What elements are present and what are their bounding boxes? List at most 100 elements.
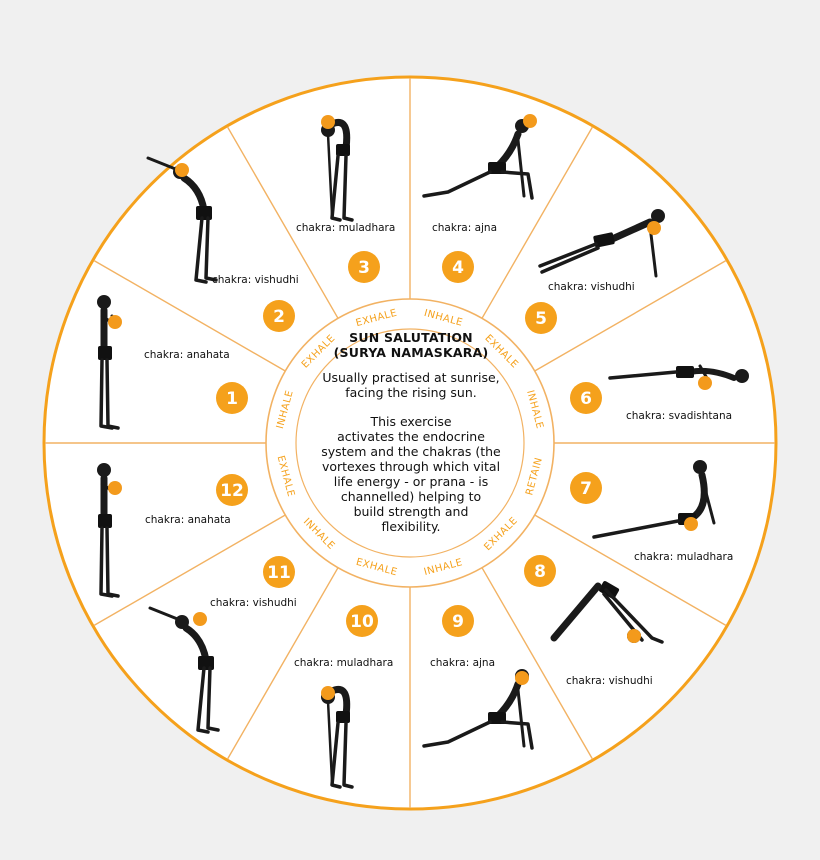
figure-limb [326, 132, 334, 216]
figure-limb [422, 720, 492, 748]
raised-arms-pose-icon [148, 606, 220, 734]
figure-head [97, 295, 111, 309]
chakra-label: chakra: vishudhi [212, 274, 299, 286]
step-number: 11 [267, 563, 291, 583]
step-6: chakra: svadishtana 6 [570, 364, 749, 422]
step-number: 10 [350, 612, 374, 632]
step-number: 5 [535, 309, 547, 329]
chakra-dot-icon [108, 481, 122, 495]
figure-limb [330, 154, 342, 222]
figure-limb [648, 224, 658, 278]
figure-limb [608, 370, 678, 380]
figure-limb [328, 686, 351, 719]
figure-shorts [676, 366, 694, 378]
step-number-badge [525, 302, 557, 334]
figure-limb [500, 170, 534, 200]
chakra-dot-icon [627, 629, 641, 643]
figure-limb [196, 666, 210, 734]
figure-head [693, 460, 707, 474]
figure-head [735, 369, 749, 383]
step-number-badge [442, 605, 474, 637]
figure-limb [540, 246, 600, 274]
figure-shorts [98, 514, 112, 528]
figure-limb [105, 526, 120, 598]
chakra-dot-icon [321, 115, 335, 129]
center-body: Usually practised at sunrise, facing the… [288, 370, 534, 534]
step-number-badge [216, 382, 248, 414]
segment-divider [534, 514, 727, 627]
step-number: 6 [580, 389, 592, 409]
step-number-badge [570, 382, 602, 414]
figure-limb [342, 154, 354, 222]
center-title: SUN SALUTATION (SURYA NAMASKARA) [288, 330, 534, 360]
segment-divider [93, 514, 286, 627]
figure-shorts [336, 711, 350, 723]
center-description: SUN SALUTATION (SURYA NAMASKARA) Usually… [288, 330, 534, 548]
chakra-label: chakra: vishudhi [548, 281, 635, 293]
figure-limb [206, 666, 220, 732]
segment-divider [93, 259, 286, 372]
standing-prayer-pose-icon [97, 463, 120, 598]
chakra-label: chakra: anahata [144, 349, 230, 361]
step-1: chakra: anahata 1 [97, 295, 248, 430]
segment-divider [226, 567, 339, 760]
step-number-badge [263, 556, 295, 588]
figure-limb [702, 483, 716, 525]
figure-limb [538, 242, 598, 268]
chakra-dot-icon [523, 114, 537, 128]
center-paragraph-1: Usually practised at sunrise, facing the… [322, 370, 500, 400]
segment-divider [226, 126, 339, 319]
step-number: 1 [226, 389, 238, 409]
chakra-label: chakra: anahata [145, 514, 231, 526]
chakra-label: chakra: muladhara [294, 657, 393, 669]
step-number: 2 [273, 307, 285, 327]
chakra-dot-icon [698, 376, 712, 390]
step-number-badge [348, 251, 380, 283]
figure-limb [592, 519, 680, 539]
eight-limbs-pose-icon [608, 364, 749, 383]
step-8: chakra: vishudhi 8 [524, 555, 664, 687]
chakra-label: chakra: vishudhi [566, 675, 653, 687]
figure-limb [326, 699, 334, 783]
figure-limb [516, 688, 526, 748]
step-5: chakra: vishudhi 5 [525, 209, 665, 334]
plank-pose-icon [538, 209, 665, 278]
figure-shorts [593, 232, 615, 248]
chakra-dot-icon [515, 671, 529, 685]
chakra-label: chakra: svadishtana [626, 410, 732, 422]
chakra-dot-icon [175, 163, 189, 177]
chakra-dot-icon [684, 517, 698, 531]
step-number-badge [216, 474, 248, 506]
segment-divider [481, 567, 594, 760]
center-title-line1: SUN SALUTATION [349, 330, 473, 345]
figure-head [97, 463, 111, 477]
figure-limb [105, 358, 120, 430]
figure-limb [204, 216, 218, 282]
segment-dividers [45, 78, 775, 808]
figure-limb [500, 720, 534, 750]
chakra-dot-icon [193, 612, 207, 626]
figure-limb [194, 216, 208, 284]
inner-ring-inner [295, 328, 525, 558]
step-number: 8 [534, 562, 546, 582]
chakra-label: chakra: vishudhi [210, 597, 297, 609]
chakra-dot-icon [647, 221, 661, 235]
step-11: chakra: vishudhi 11 [148, 556, 297, 734]
figure-limb [146, 156, 180, 172]
figure-limb [550, 582, 602, 642]
step-number: 3 [358, 258, 370, 278]
step-2: chakra: vishudhi 2 [146, 156, 299, 332]
chakra-dot-icon [321, 686, 335, 700]
figure-shorts [336, 144, 350, 156]
lunge-pose-icon [422, 119, 534, 200]
chakra-label: chakra: ajna [430, 657, 495, 669]
figure-shorts [598, 581, 620, 599]
step-number: 7 [580, 479, 592, 499]
